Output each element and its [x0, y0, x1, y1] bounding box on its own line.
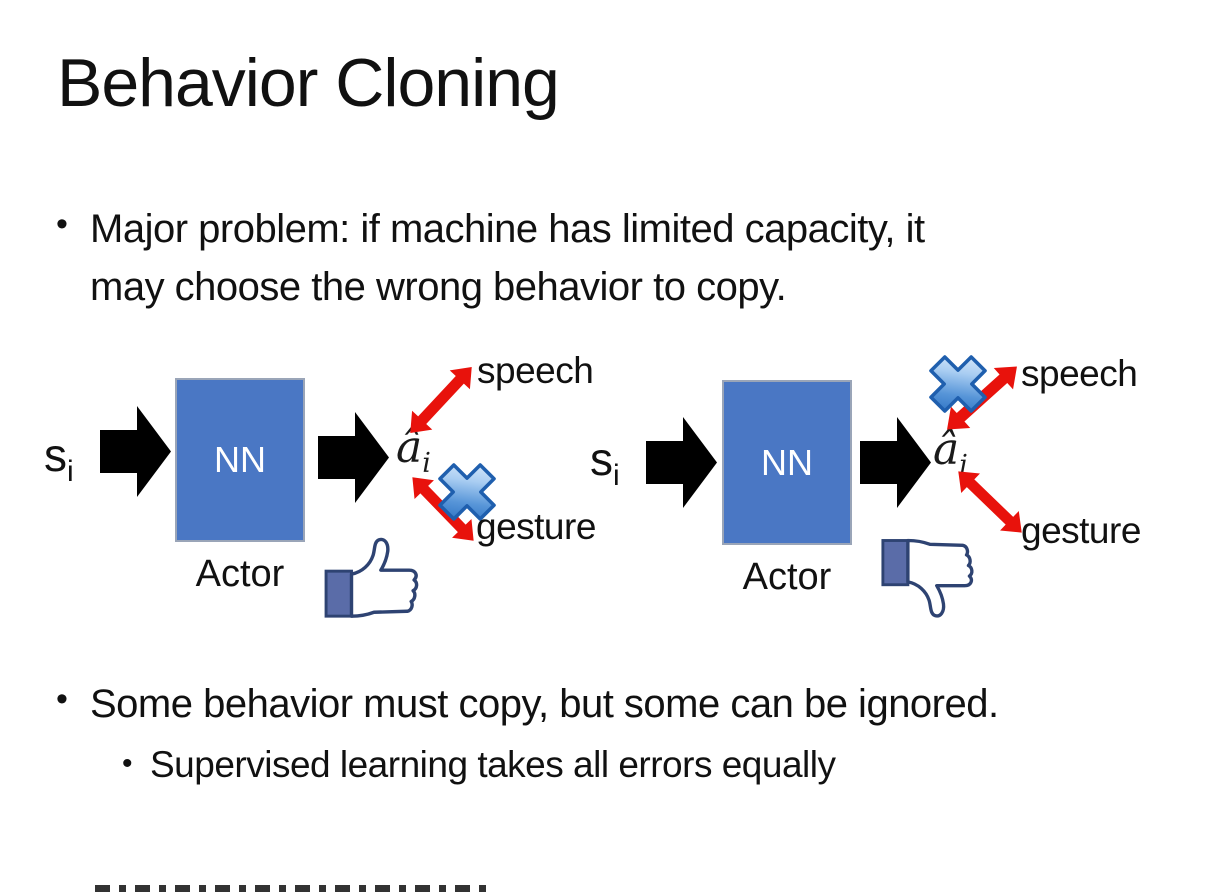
thumbs-up-icon	[324, 537, 419, 618]
state-symbol: s	[44, 429, 67, 481]
bullet-marker: •	[122, 747, 133, 780]
action-output-label: âi	[933, 424, 968, 481]
state-input-label: si	[590, 432, 620, 493]
actor-caption: Actor	[742, 556, 832, 598]
bullet-line-2: may choose the wrong behavior to copy.	[90, 265, 787, 309]
nn-label: NN	[214, 439, 266, 480]
action-subscript: i	[959, 449, 968, 481]
state-input-label: si	[44, 428, 74, 489]
double-arrow-icon	[400, 357, 482, 443]
bullet-marker: •	[56, 205, 68, 243]
bullet-line-1: Major problem: if machine has limited ca…	[90, 207, 925, 251]
cross-icon	[926, 352, 990, 416]
bullet-some-behavior-text: Some behavior must copy, but some can be…	[90, 682, 999, 726]
thumbs-down-icon	[881, 538, 974, 618]
state-subscript: i	[67, 455, 74, 489]
branch-label-speech: speech	[477, 350, 594, 391]
nn-label: NN	[761, 441, 813, 483]
branch-label-speech: speech	[1021, 353, 1138, 394]
branch-label-gesture: gesture	[476, 506, 596, 547]
bullet-major-problem: • Major problem: if machine has limited …	[56, 200, 925, 316]
state-subscript: i	[613, 459, 620, 493]
state-symbol: s	[590, 433, 613, 485]
bullet-supervised-learning: • Supervised learning takes all errors e…	[122, 738, 836, 792]
bullet-supervised-learning-text: Supervised learning takes all errors equ…	[150, 744, 836, 785]
block-arrow-icon	[100, 406, 171, 497]
nn-box: NN	[175, 378, 305, 542]
block-arrow-icon	[318, 412, 389, 503]
action-subscript: i	[422, 447, 431, 479]
cropped-text-remnant	[95, 885, 487, 892]
block-arrow-icon	[860, 417, 931, 508]
branch-label-gesture: gesture	[1021, 510, 1141, 551]
bullet-some-behavior: • Some behavior must copy, but some can …	[56, 675, 999, 733]
block-arrow-icon	[646, 417, 717, 508]
page-title: Behavior Cloning	[57, 45, 560, 121]
actor-caption: Actor	[195, 553, 285, 595]
bullet-major-problem-text: Major problem: if machine has limited ca…	[90, 200, 925, 316]
action-symbol: â	[933, 424, 960, 475]
nn-box: NN	[722, 380, 852, 545]
bullet-marker: •	[56, 680, 68, 718]
